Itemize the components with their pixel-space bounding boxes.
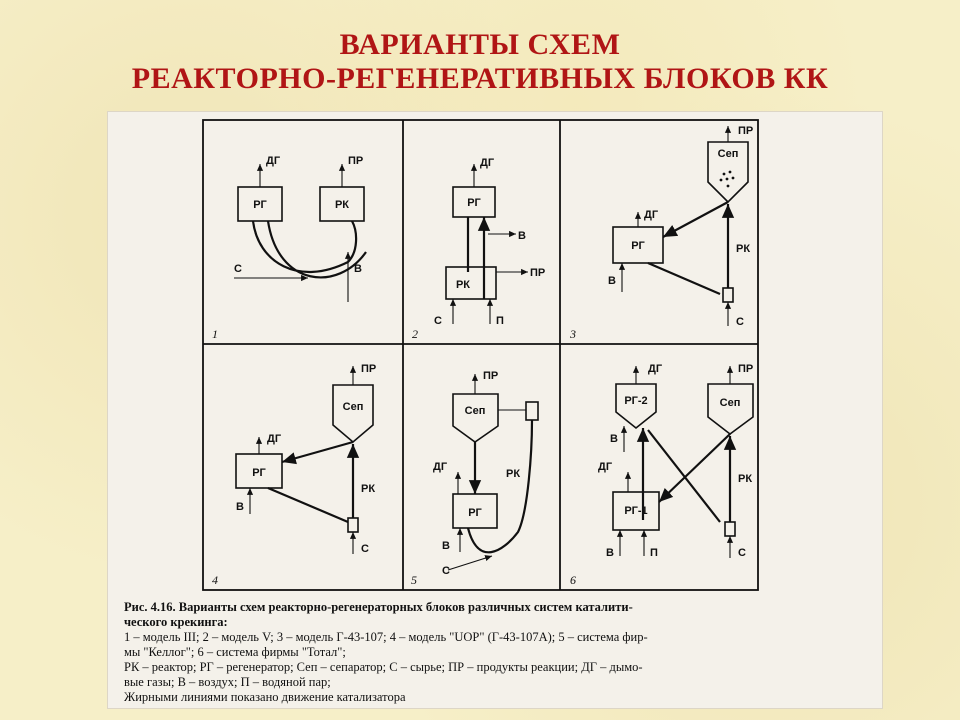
p2-p-label: П <box>496 315 504 327</box>
p5-s-label: С <box>442 565 450 577</box>
panel-6-total: РГ-2 ДГ В Сеп ПР РГ-1 ДГ РК С В П 6 <box>570 363 754 587</box>
p2-pr-label: ПР <box>530 267 545 279</box>
p5-catalyst-return <box>466 419 534 554</box>
p6-rk-label: РК <box>738 473 752 485</box>
panel-number-2: 2 <box>412 327 418 341</box>
p6-regenerator-1-box <box>612 491 660 531</box>
p1-s-label: С <box>234 263 242 275</box>
panel-number-1: 1 <box>212 327 218 341</box>
p5-cyclone-node <box>525 401 539 421</box>
diagram-frame <box>202 119 759 591</box>
p4-rk-label: РК <box>361 483 375 495</box>
p3-v-label: В <box>608 275 616 287</box>
p3-s-label: С <box>736 316 744 328</box>
slide-title-line2: РЕАКТОРНО-РЕГЕНЕРАТИВНЫХ БЛОКОВ КК <box>131 62 829 95</box>
p5-rk-label: РК <box>506 468 520 480</box>
p5-separator-vessel <box>452 393 499 443</box>
figure-caption: Рис. 4.16. Варианты схем реакторно-реген… <box>124 600 874 705</box>
p3-pr-label: ПР <box>738 125 753 137</box>
p5-rg-label: РГ <box>468 507 482 519</box>
p6-rg2-label: РГ-2 <box>624 395 647 407</box>
p6-dg-top-label: ДГ <box>648 363 663 375</box>
p1-rk-label: РК <box>335 199 349 211</box>
p5-v-label: В <box>442 540 450 552</box>
p5-pr-label: ПР <box>483 370 498 382</box>
panel-number-5: 5 <box>411 573 417 587</box>
p6-sep-label: Сеп <box>720 397 741 409</box>
panel-number-4: 4 <box>212 573 218 587</box>
p6-v-bottom-label: В <box>606 547 614 559</box>
p5-regenerator-box <box>452 493 498 529</box>
p6-s-label: С <box>738 547 746 559</box>
p3-separator-catalyst-dots <box>719 170 735 188</box>
p2-v-label: В <box>518 230 526 242</box>
p3-dg-label: ДГ <box>644 209 659 221</box>
p1-v-label: В <box>354 263 362 275</box>
p1-rg-label: РГ <box>253 199 267 211</box>
caption-line-4: мы "Келлог"; 6 – система фирмы "Тотал"; <box>124 645 346 659</box>
caption-line-1: Рис. 4.16. Варианты схем реакторно-реген… <box>124 600 633 614</box>
scanned-figure: РГ РК ДГ ПР С В 1 РГ ДГ РК ПР <box>108 112 882 708</box>
p4-separator-vessel <box>332 384 374 444</box>
p2-dg-label: ДГ <box>480 157 495 169</box>
p1-pr-label: ПР <box>348 155 363 167</box>
p2-reactor-box <box>445 266 497 300</box>
p4-dg-label: ДГ <box>267 433 282 445</box>
p6-sep-to-rg1 <box>658 433 731 503</box>
p4-rg-label: РГ <box>252 467 266 479</box>
p3-mixing-node <box>722 287 734 303</box>
p4-catalyst-to-regenerator <box>281 440 354 465</box>
panel-3-model-g-43-107: Сеп ПР РГ ДГ РК С В 3 <box>569 125 753 341</box>
p4-s-label: С <box>361 543 369 555</box>
p3-rk-label: РК <box>736 243 750 255</box>
panel-5-kellogg: Сеп ПР РГ ДГ РК В С 5 <box>411 370 539 587</box>
p5-sep-label: Сеп <box>465 405 486 417</box>
p1-dg-label: ДГ <box>266 155 281 167</box>
p3-catalyst-to-riser <box>647 261 721 296</box>
p2-rk-label: РК <box>456 279 470 291</box>
reactor-regenerator-schemes-diagram: РГ РК ДГ ПР С В 1 РГ ДГ РК ПР <box>202 119 759 591</box>
p2-s-label: С <box>434 315 442 327</box>
p1-catalyst-loop-1 <box>251 220 358 273</box>
panel-number-3: 3 <box>569 327 576 341</box>
p2-rg-label: РГ <box>467 197 481 209</box>
panel-4-model-uop: Сеп ПР РГ ДГ РК С В 4 <box>212 363 376 587</box>
p6-regenerator-2-vessel <box>615 383 657 430</box>
p3-sep-label: Сеп <box>718 148 739 160</box>
p5-dg-label: ДГ <box>433 461 448 473</box>
p6-v-top-label: В <box>610 433 618 445</box>
caption-line-6: вые газы; В – воздух; П – водяной пар; <box>124 675 331 689</box>
panel-1-model-iii: РГ РК ДГ ПР С В 1 <box>212 155 367 341</box>
p1-catalyst-loop-2 <box>266 220 367 279</box>
p6-p-label: П <box>650 547 658 559</box>
p4-mixing-node <box>347 517 359 533</box>
p4-catalyst-to-riser <box>267 486 349 524</box>
caption-line-3: 1 – модель III; 2 – модель V; 3 – модель… <box>124 630 648 644</box>
p1-reactor-box <box>319 186 365 222</box>
panel-2-model-v: РГ ДГ РК ПР В С П 2 <box>412 157 545 341</box>
p6-dg-mid-label: ДГ <box>598 461 613 473</box>
p3-separator-vessel <box>707 141 749 204</box>
p3-catalyst-to-regenerator <box>662 201 729 238</box>
p4-sep-label: Сеп <box>343 401 364 413</box>
p4-v-label: В <box>236 501 244 513</box>
p6-pr-label: ПР <box>738 363 753 375</box>
caption-line-2: ческого крекинга: <box>124 615 228 629</box>
p3-rg-label: РГ <box>631 240 645 252</box>
p6-mixing-node <box>724 521 736 537</box>
caption-line-7: Жирными линиями показано движение катали… <box>124 690 406 704</box>
caption-line-5: РК – реактор; РГ – регенератор; Сеп – се… <box>124 660 643 674</box>
p6-separator-vessel <box>707 383 754 436</box>
p1-regenerator-box <box>237 186 283 222</box>
p6-rg1-label: РГ-1 <box>624 505 647 517</box>
p6-rg2-to-riser <box>647 429 721 523</box>
panel-number-6: 6 <box>570 573 576 587</box>
slide-title-line1: ВАРИАНТЫ СХЕМ <box>339 28 621 61</box>
p4-pr-label: ПР <box>361 363 376 375</box>
